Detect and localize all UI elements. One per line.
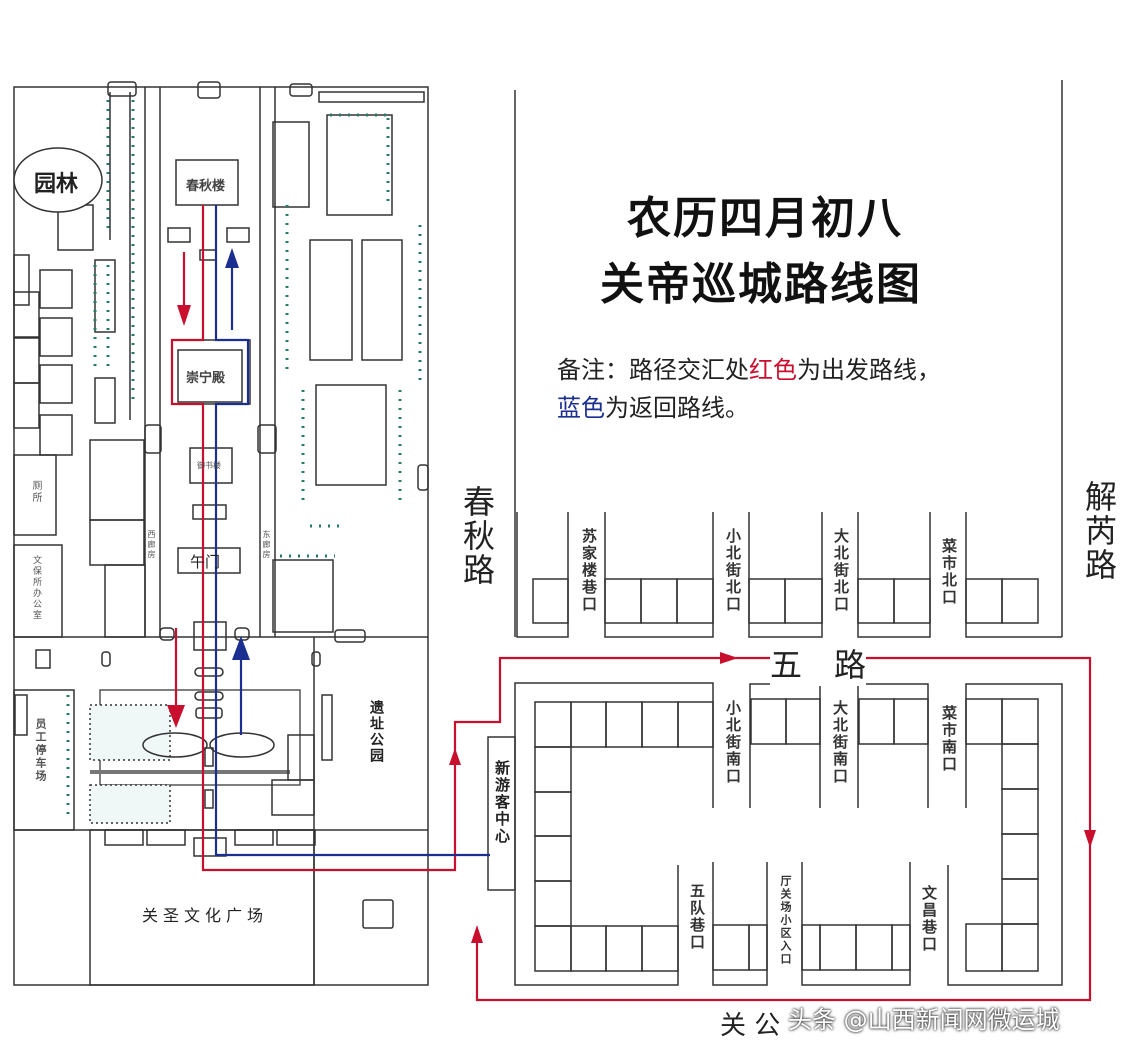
lane-label: 大北街北口: [832, 528, 850, 613]
road-chunqiu: 春秋路: [458, 485, 496, 587]
lane-label: 小北街北口: [724, 528, 742, 613]
route-arrows: [167, 248, 1096, 943]
watermark: 头条 @山西新闻网微运城: [788, 1006, 1060, 1034]
label-garden: 园林: [34, 172, 79, 197]
lane-label: 小北街南口: [724, 700, 742, 785]
lane-label: 文昌巷口: [920, 885, 938, 953]
label-yushu-tower: 御书楼: [197, 461, 221, 470]
label-visitor-center: 新游客中心: [493, 760, 511, 845]
note-blue-word: 蓝色: [557, 394, 605, 422]
label-office: 文保所办公室: [31, 555, 41, 621]
lane-label: 厅关场小区入口: [779, 875, 792, 966]
label-toilet: 厕所: [30, 480, 41, 504]
note-red-word: 红色: [749, 356, 797, 384]
lane-label: 五队巷口: [688, 883, 706, 951]
label-east-corridor: 东廊房: [262, 530, 271, 560]
return-route: [214, 205, 490, 857]
garden-shape: [13, 147, 103, 213]
lane-label: 苏家楼巷口: [580, 528, 598, 613]
arrow-down-icon: [167, 705, 185, 728]
road-guangong: 关 公: [720, 1011, 781, 1041]
legend-note-line-2: 蓝色为返回路线。: [557, 388, 749, 423]
label-meridian-gate: 午门: [190, 553, 221, 571]
tree-dots: [66, 100, 422, 820]
arrow-down-icon: [1084, 830, 1096, 848]
note-text: 为出发路线，: [797, 356, 941, 384]
title-line-1: 农历四月初八: [627, 193, 903, 244]
arrow-up-icon: [225, 248, 239, 268]
arrow-right-icon: [720, 652, 738, 664]
lane-label: 大北街南口: [831, 700, 849, 785]
road-wuyi: 五 路: [770, 640, 867, 686]
note-text: 备注：路径交汇处: [557, 356, 749, 384]
label-plaza: 关圣文化广场: [142, 906, 269, 925]
legend-note-line-1: 备注：路径交汇处红色为出发路线，: [557, 350, 941, 385]
label-ruins-park: 遗址公园: [368, 700, 384, 764]
arrow-down-icon: [177, 305, 191, 326]
label-staff-parking: 员工停车场: [34, 718, 47, 783]
title-line-2: 关帝巡城路线图: [600, 259, 922, 310]
left-map-outline: [13, 81, 429, 986]
lane-label: 菜市北口: [940, 538, 958, 606]
arrow-up-icon: [449, 748, 461, 765]
label-west-corridor: 西廊房: [147, 530, 156, 560]
arrow-up-icon: [471, 925, 483, 943]
arrow-up-icon: [232, 636, 250, 660]
label-chunqiu-tower: 春秋楼: [186, 179, 226, 194]
note-text: 为返回路线。: [605, 394, 749, 422]
label-chongning-hall: 崇宁殿: [186, 371, 226, 386]
lane-label: 菜市南口: [940, 705, 958, 773]
road-jierui: 解芮路: [1080, 480, 1118, 582]
